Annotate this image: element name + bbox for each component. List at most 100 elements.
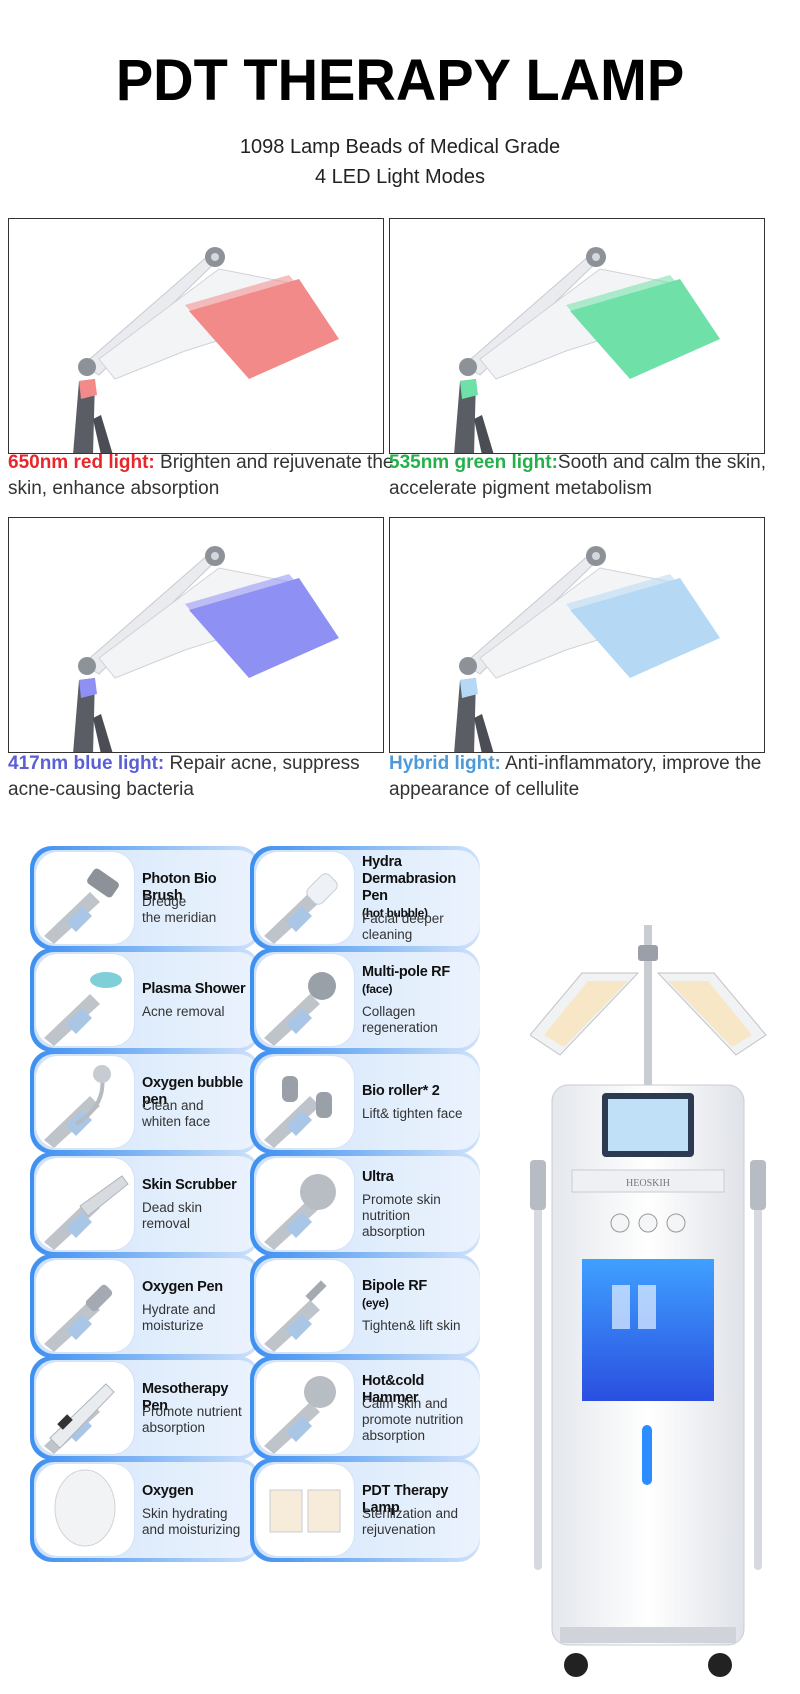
feature-name: Hydra Dermabrasion Pen (hot bubble)	[362, 854, 476, 922]
light-mode-text: Brighten and rejuvenate the skin, enhanc…	[8, 452, 394, 499]
feature-name: Plasma Shower	[142, 981, 256, 998]
feature-description-line: Sterilization and	[362, 1506, 459, 1521]
feature-name: Oxygen Pen	[142, 1279, 256, 1296]
feature-thumbnail	[36, 1464, 134, 1556]
feature-thumbnail	[256, 1362, 354, 1454]
feature-description-line: regeneration	[362, 1020, 438, 1035]
feature-name-text: Multi-pole RF	[362, 964, 450, 980]
feature-name-text: Ultra	[362, 1169, 394, 1185]
light-mode-caption: 650nm red light: Brighten and rejuvenate…	[8, 450, 400, 502]
light-mode-caption: 535nm green light:Sooth and calm the ski…	[389, 450, 781, 502]
light-mode-label: 535nm green light:	[389, 452, 558, 473]
feature-description-line: moisturize	[142, 1318, 204, 1333]
feature-name-text: Hydra Dermabrasion Pen	[362, 854, 456, 904]
light-mode-text: Repair acne, suppress acne-causing bacte…	[8, 753, 360, 800]
feature-name-text: Oxygen bubble pen	[142, 1075, 243, 1108]
feature-name: Oxygen	[142, 1483, 256, 1500]
feature-name-text: Mesotherapy Pen	[142, 1381, 229, 1414]
machine-brand: HEOSKIH	[626, 1178, 670, 1189]
light-mode-caption: 417nm blue light: Repair acne, suppress …	[8, 751, 400, 803]
feature-description-line: absorption	[362, 1224, 426, 1239]
light-mode-image	[389, 218, 765, 454]
feature-description-line: Calm skin and	[362, 1396, 448, 1411]
light-mode-image	[8, 517, 384, 753]
light-mode-label: 417nm blue light:	[8, 753, 165, 774]
feature-name: Hot&cold Hammer	[362, 1373, 476, 1407]
feature-name: Ultra	[362, 1169, 476, 1186]
feature-note: (eye)	[362, 1296, 389, 1310]
feature-name: Bio roller* 2	[362, 1083, 476, 1100]
feature-description-line: Hydrate and	[142, 1302, 216, 1317]
feature-name: Mesotherapy Pen	[142, 1381, 256, 1415]
feature-name-text: Bio roller* 2	[362, 1083, 440, 1099]
feature-thumbnail	[256, 1158, 354, 1250]
feature-description-line: Acne removal	[142, 1004, 225, 1019]
feature-name-text: Oxygen	[142, 1483, 194, 1499]
feature-thumbnail	[256, 1056, 354, 1148]
feature-description-line: promote nutrition	[362, 1412, 464, 1427]
feature-thumbnail	[36, 1260, 134, 1352]
light-mode-image	[8, 218, 384, 454]
light-mode-label: 650nm red light:	[8, 452, 155, 473]
feature-name: Multi-pole RF (face)	[362, 964, 476, 998]
feature-name-text: Hot&cold Hammer	[362, 1373, 425, 1406]
light-mode-caption: Hybrid light: Anti-inflammatory, improve…	[389, 751, 781, 803]
feature-description: Acne removal	[142, 1004, 256, 1020]
light-mode-image	[389, 517, 765, 753]
feature-description-line: the meridian	[142, 910, 217, 925]
machine-illustration: HEOSKIH	[529, 925, 770, 1690]
feature-name: Oxygen bubble pen	[142, 1075, 256, 1109]
light-mode-label: Hybrid light:	[389, 753, 501, 774]
feature-thumbnail	[36, 852, 134, 944]
feature-name: Photon Bio Brush	[142, 871, 256, 905]
feature-card: Bipole RF (eye) Tighten& lift skin	[250, 1254, 480, 1358]
subtitle-beads: 1098 Lamp Beads of Medical Grade	[239, 136, 561, 158]
feature-thumbnail	[36, 1056, 134, 1148]
feature-name-text: Oxygen Pen	[142, 1279, 223, 1295]
feature-description: Lift& tighten face	[362, 1106, 476, 1122]
feature-description-line: whiten face	[142, 1114, 211, 1129]
feature-name-text: Bipole RF	[362, 1278, 427, 1294]
feature-thumbnail	[36, 1362, 134, 1454]
feature-name: Skin Scrubber	[142, 1177, 256, 1194]
light-mode-text: Sooth and calm the skin, accelerate pigm…	[389, 452, 766, 499]
feature-name-text: Plasma Shower	[142, 981, 246, 997]
feature-note: (hot bubble)	[362, 906, 428, 920]
feature-thumbnail	[256, 852, 354, 944]
feature-note: (face)	[362, 982, 393, 996]
light-mode-text: Anti-inflammatory, improve the appearanc…	[389, 753, 762, 800]
feature-description-line: Promote nutrient	[142, 1404, 242, 1419]
feature-description-line: nutrition	[362, 1208, 411, 1223]
page-title: PDT THERAPY LAMP	[115, 46, 685, 113]
feature-description-line: Lift& tighten face	[362, 1106, 463, 1121]
feature-card: Hydra Dermabrasion Pen (hot bubble)Facial…	[250, 846, 480, 950]
feature-card: Bio roller* 2 Lift& tighten face	[250, 1050, 480, 1154]
feature-description-line: Tighten& lift skin	[362, 1318, 461, 1333]
feature-name-text: Photon Bio Brush	[142, 871, 217, 904]
feature-description-line: and moisturizing	[142, 1522, 241, 1537]
feature-description-line: Clean and	[142, 1098, 204, 1113]
feature-thumbnail	[256, 1464, 354, 1556]
feature-name-text: Skin Scrubber	[142, 1177, 237, 1193]
feature-name: PDT Therapy Lamp	[362, 1483, 476, 1517]
feature-description-line: absorption	[142, 1420, 206, 1435]
feature-name: Bipole RF (eye)	[362, 1278, 476, 1312]
feature-description-line: Skin hydrating	[142, 1506, 228, 1521]
feature-description-line: Facial deeper	[362, 911, 444, 926]
feature-description: Tighten& lift skin	[362, 1318, 476, 1334]
feature-thumbnail	[36, 954, 134, 1046]
